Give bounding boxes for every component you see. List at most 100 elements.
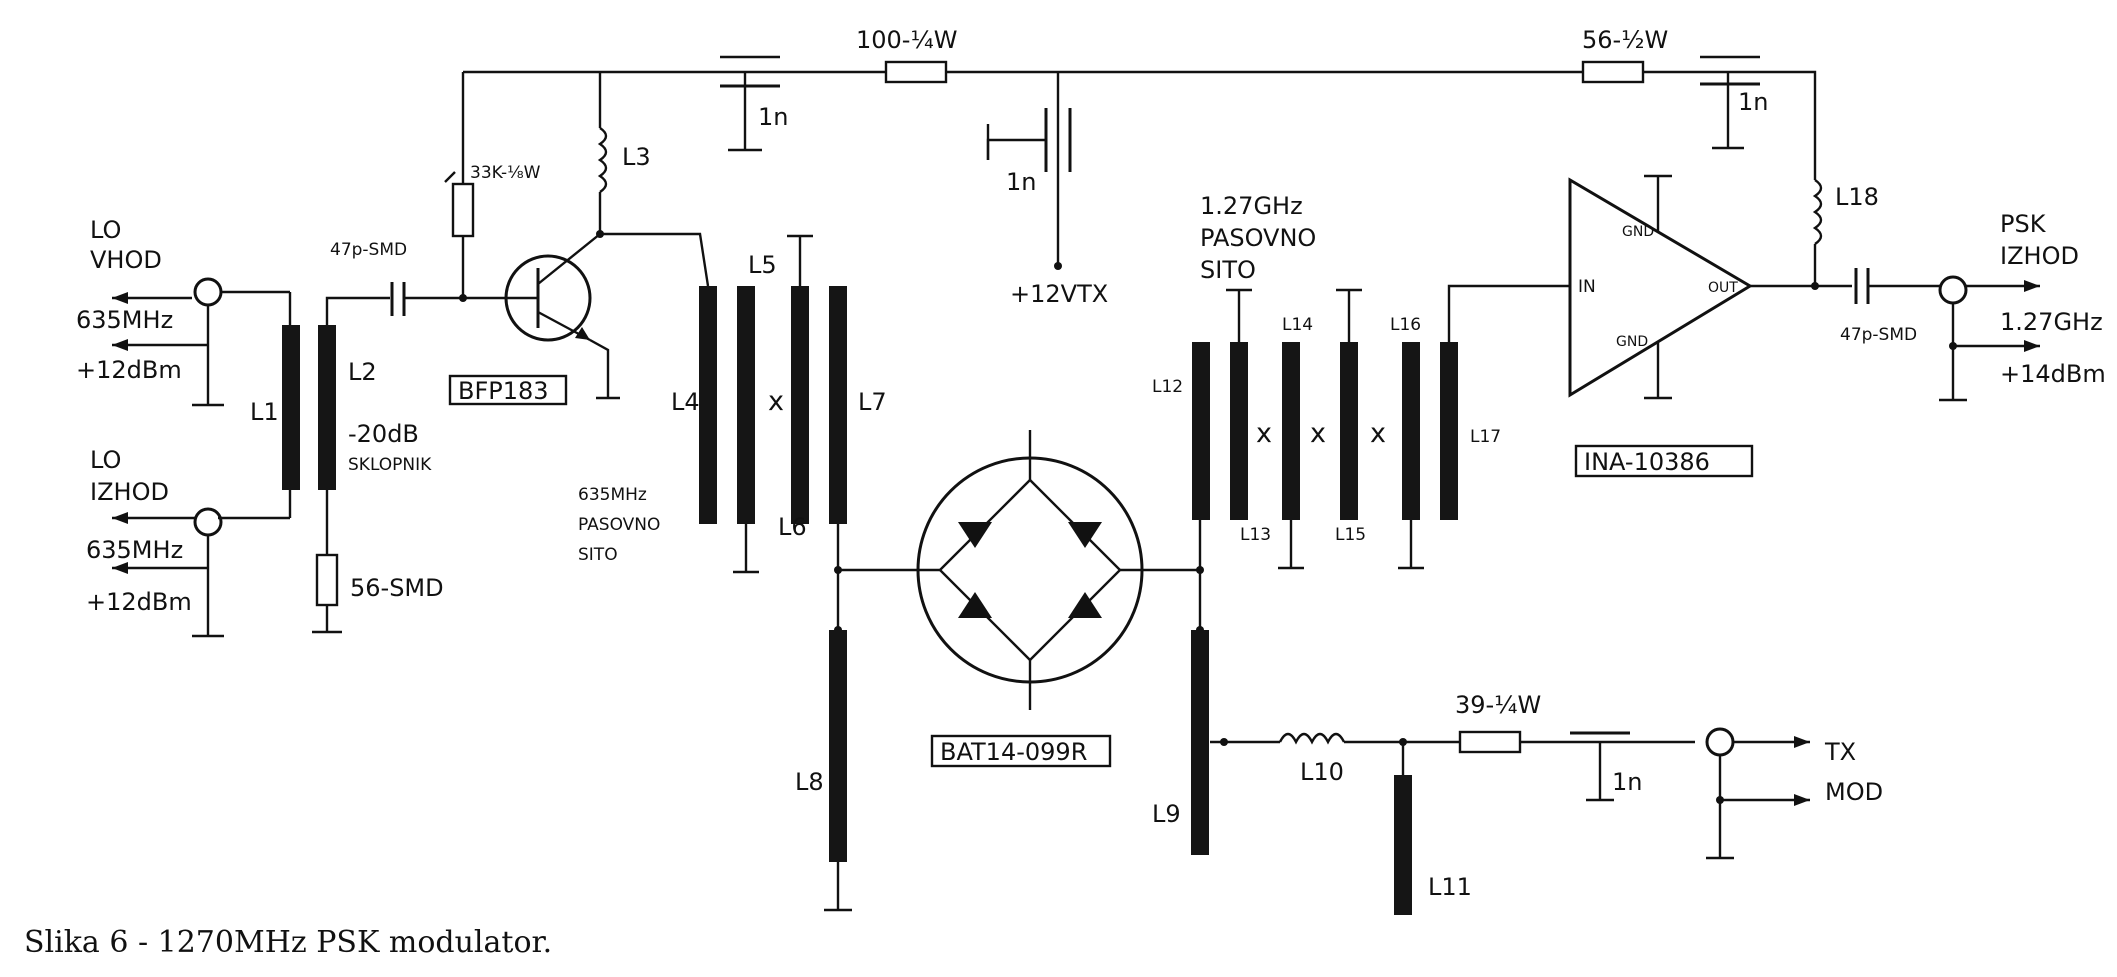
cap-47p-label-2: 47p-SMD [1840, 325, 1917, 345]
tx-label: TX [1824, 738, 1856, 766]
vtx-feed [986, 72, 1072, 270]
l8-wiring [824, 570, 852, 912]
x-mark-2: x [1256, 418, 1272, 449]
r-56-smd-label: 56-SMD [350, 574, 444, 602]
cap-1n-label-3: 1n [1006, 168, 1036, 196]
bfp-label: BFP183 [458, 377, 549, 405]
lo-out-label-2: IZHOD [90, 478, 169, 506]
l16-label: L16 [1390, 315, 1421, 335]
l12-stripline [1192, 342, 1210, 520]
vtx-label: +12VTX [1010, 280, 1108, 308]
tx-mod-label: MOD [1825, 778, 1883, 806]
l5-label: L5 [748, 251, 777, 279]
coupler-name-label: SKLOPNIK [348, 455, 432, 475]
cap-47p-input [390, 282, 497, 316]
l12-label: L12 [1152, 377, 1183, 397]
freq-635-out-label: 635MHz [86, 536, 183, 564]
rail-capacitor-1 [720, 72, 780, 152]
r-39-label: 39-¼W [1455, 691, 1541, 719]
bat-label: BAT14-099R [940, 738, 1087, 766]
x-mark-1: x [768, 386, 784, 417]
bpf127-label-1: 1.27GHz [1200, 192, 1303, 220]
l10-label: L10 [1300, 758, 1344, 786]
bias-resistor [444, 72, 475, 302]
l8-stripline [829, 630, 847, 862]
bpf635-wiring [733, 234, 842, 574]
l6-stripline [791, 286, 809, 524]
l13-label: L13 [1240, 525, 1271, 545]
l9-wiring [1196, 520, 1810, 860]
bpf127-wiring [1226, 284, 1570, 570]
l16-stripline [1402, 342, 1420, 520]
cap-1n-label-1: 1n [758, 103, 788, 131]
transistor-bfp183 [497, 232, 710, 400]
in-label: IN [1578, 277, 1596, 297]
lo-output [112, 490, 292, 638]
rail-capacitor-2 [1700, 72, 1760, 150]
psk-izhod-label: IZHOD [2000, 242, 2079, 270]
l11-stripline [1394, 775, 1412, 915]
x-mark-4: x [1370, 418, 1386, 449]
l17-label: L17 [1470, 427, 1501, 447]
l13-stripline [1230, 342, 1248, 520]
p12-in-label: +12dBm [76, 356, 182, 384]
bpf635-label-2: PASOVNO [578, 515, 660, 535]
gnd-label-2: GND [1616, 334, 1648, 350]
l9-label: L9 [1152, 800, 1181, 828]
l1-label: L1 [250, 398, 279, 426]
l2-stripline [318, 325, 336, 490]
freq-635-in-label: 635MHz [76, 306, 173, 334]
bfp-label-box [448, 374, 568, 406]
r-33k-label: 33K-⅛W [470, 163, 541, 183]
ina-label-box [1574, 444, 1754, 478]
lo-input [112, 277, 292, 407]
coupler-db-label: -20dB [348, 420, 419, 448]
l18-inductor [1812, 179, 1823, 286]
figure-caption: Slika 6 - 1270MHz PSK modulator. [24, 925, 552, 960]
lo-in-label: LO [90, 216, 121, 244]
l14-stripline [1282, 342, 1300, 520]
diode-ring [838, 430, 1200, 710]
psk-label: PSK [2000, 210, 2047, 238]
p12-out-label: +12dBm [86, 588, 192, 616]
cap-1n-label-4: 1n [1612, 768, 1642, 796]
l8-label: L8 [795, 768, 824, 796]
l9-stripline [1191, 630, 1209, 855]
r-56-top-label: 56-½W [1582, 26, 1668, 54]
cap-47p-label-1: 47p-SMD [330, 240, 407, 260]
freq-127-label: 1.27GHz [2000, 308, 2103, 336]
l6-label: L6 [778, 513, 807, 541]
bpf127-label-3: SITO [1200, 256, 1256, 284]
ina-label: INA-10386 [1584, 448, 1710, 476]
x-mark-3: x [1310, 418, 1326, 449]
l5-stripline [737, 286, 755, 524]
l7-stripline [829, 286, 847, 524]
l4-stripline [699, 286, 717, 524]
psk-output [1854, 268, 2040, 402]
cap-1n-label-2: 1n [1738, 88, 1768, 116]
l3-inductor [596, 72, 608, 238]
bpf127-label-2: PASOVNO [1200, 224, 1316, 252]
r-100-label: 100-¼W [856, 26, 957, 54]
coupler-wiring [312, 296, 390, 634]
supply-rail [463, 55, 1817, 180]
l3-label: L3 [622, 143, 651, 171]
l18-label: L18 [1835, 183, 1879, 211]
l15-label: L15 [1335, 525, 1366, 545]
bpf635-label-3: SITO [578, 545, 618, 565]
gnd-label-1: GND [1622, 224, 1654, 240]
lo-in-label-2: VHOD [90, 246, 162, 274]
l4-label: L4 [671, 388, 700, 416]
l2-label: L2 [348, 358, 377, 386]
l11-label: L11 [1428, 873, 1472, 901]
l7-label: L7 [858, 388, 887, 416]
bat-label-box [930, 734, 1112, 768]
l17-stripline [1440, 342, 1458, 520]
l1-stripline [282, 325, 300, 490]
out-label: OUT [1708, 280, 1738, 296]
p14-label: +14dBm [2000, 360, 2106, 388]
l15-stripline [1340, 342, 1358, 520]
ina-amplifier [1568, 174, 1852, 400]
lo-out-label: LO [90, 446, 121, 474]
